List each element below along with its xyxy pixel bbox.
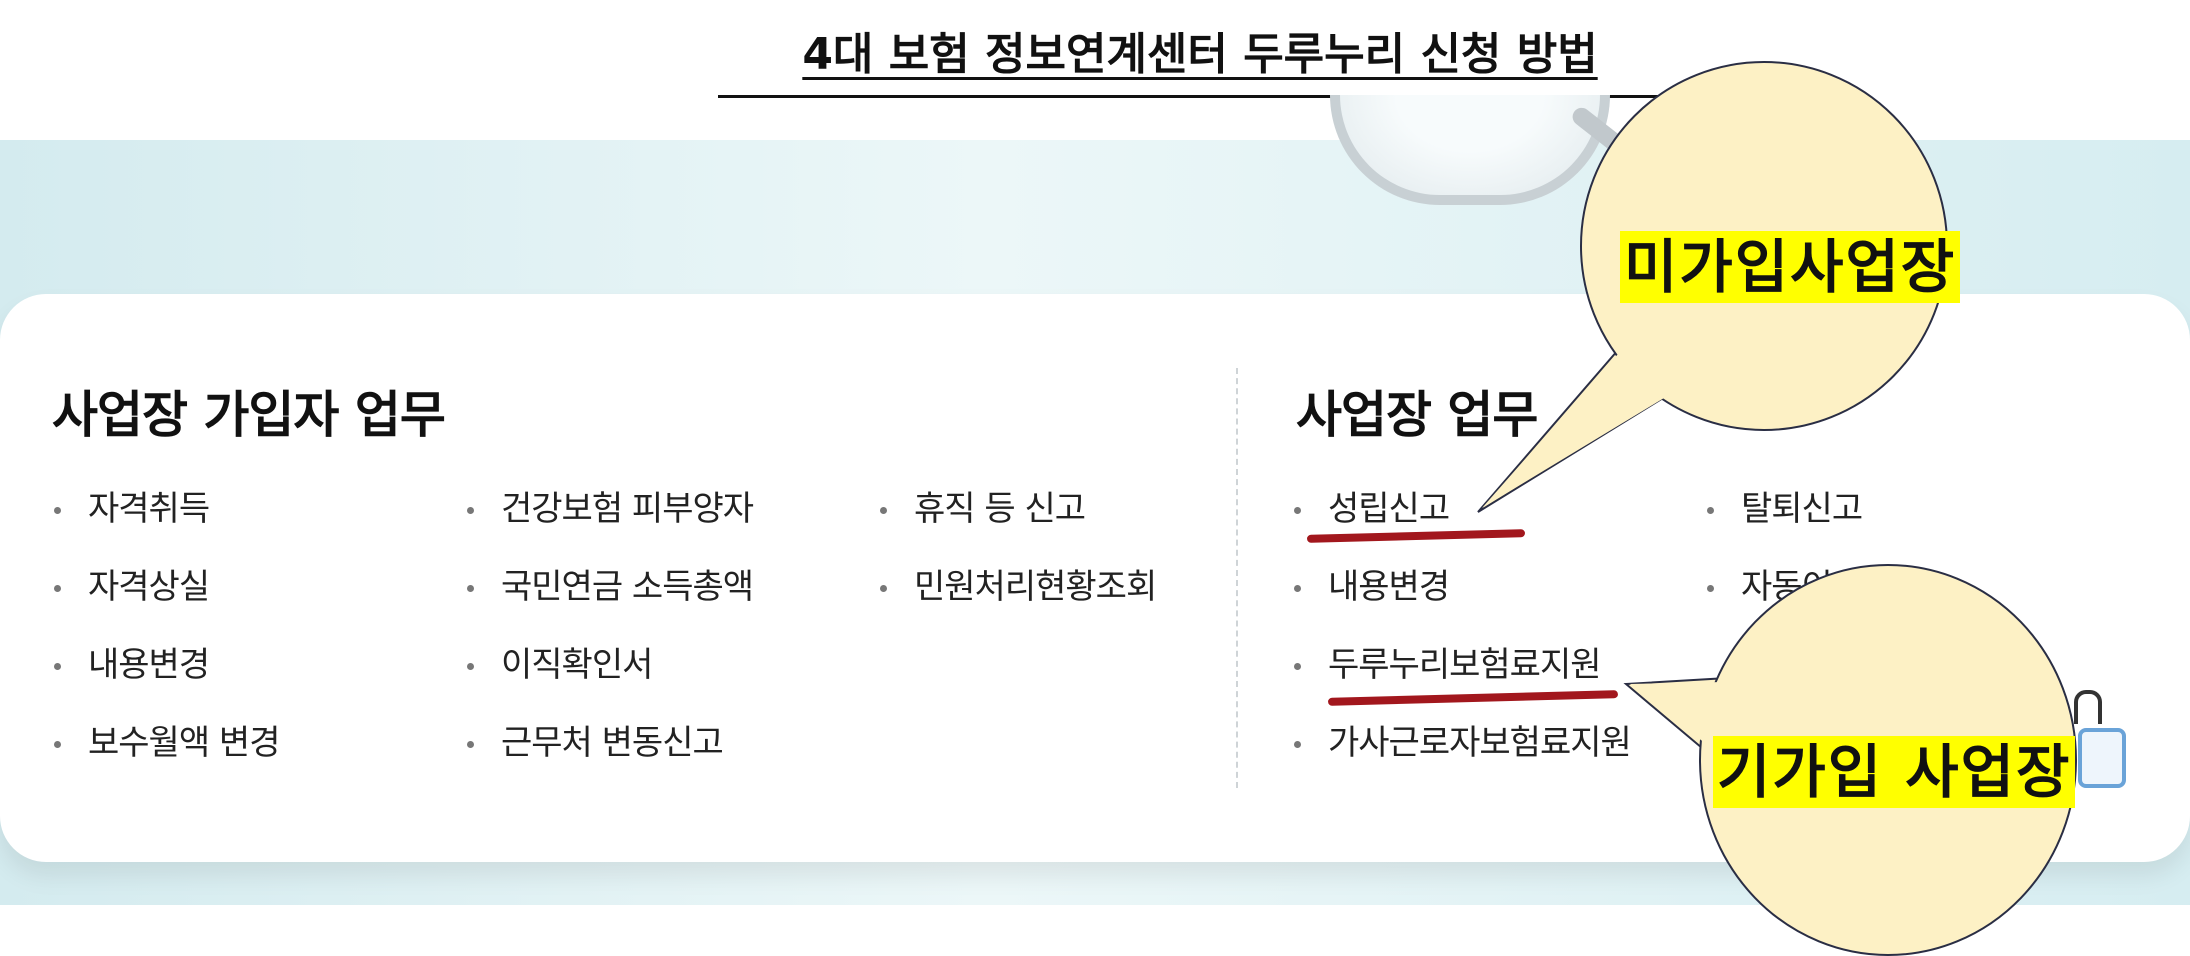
menu-link-workplace-change[interactable]: 근무처 변동신고 bbox=[463, 719, 753, 797]
menu-link-durunuri-support[interactable]: 두루누리보험료지원 bbox=[1290, 641, 1631, 719]
workplace-menu-column-1: 성립신고 내용변경 두루누리보험료지원 가사근로자보험료지원 bbox=[1290, 485, 1632, 797]
menu-link-complaint-status[interactable]: 민원처리현황조회 bbox=[876, 563, 1157, 641]
menu-link-domestic-worker-support[interactable]: 가사근로자보험료지원 bbox=[1290, 719, 1632, 797]
enrollee-menu-column-1: 자격취득 자격상실 내용변경 보수월액 변경 bbox=[50, 485, 280, 797]
enrollee-menu-column-2: 건강보험 피부양자 국민연금 소득총액 이직확인서 근무처 변동신고 bbox=[463, 485, 754, 797]
menu-link-separation-cert[interactable]: 이직확인서 bbox=[463, 641, 753, 719]
menu-link-pension-income[interactable]: 국민연금 소득총액 bbox=[463, 563, 754, 641]
callout-registered-label: 기가입 사업장 bbox=[1713, 736, 2076, 808]
document-icon bbox=[2078, 728, 2126, 788]
menu-link-workplace-info-change[interactable]: 내용변경 bbox=[1290, 563, 1631, 641]
menu-link-loss[interactable]: 자격상실 bbox=[50, 563, 280, 641]
callout-unregistered-label: 미가입사업장 bbox=[1620, 231, 1961, 303]
menu-link-wage-change[interactable]: 보수월액 변경 bbox=[50, 719, 280, 797]
enrollee-menu-column-3: 휴직 등 신고 민원처리현황조회 bbox=[876, 485, 1157, 641]
enrollee-section-title: 사업장 가입자 업무 bbox=[52, 386, 446, 444]
page-title: 4대 보험 정보연계센터 두루누리 신청 방법 bbox=[802, 29, 1598, 80]
menu-link-dependent[interactable]: 건강보험 피부양자 bbox=[463, 485, 754, 563]
clip-icon bbox=[2074, 690, 2102, 724]
menu-link-leave-report[interactable]: 휴직 등 신고 bbox=[876, 485, 1156, 563]
menu-link-change[interactable]: 내용변경 bbox=[50, 641, 280, 719]
section-divider bbox=[1236, 368, 1238, 788]
menu-link-establishment-report[interactable]: 성립신고 bbox=[1290, 485, 1631, 563]
menu-link-acquisition[interactable]: 자격취득 bbox=[50, 485, 280, 563]
menu-link-withdrawal-report[interactable]: 탈퇴신고 bbox=[1703, 485, 1863, 563]
workplace-section-title: 사업장 업무 bbox=[1296, 386, 1538, 444]
title-underline-rule bbox=[718, 95, 1766, 98]
